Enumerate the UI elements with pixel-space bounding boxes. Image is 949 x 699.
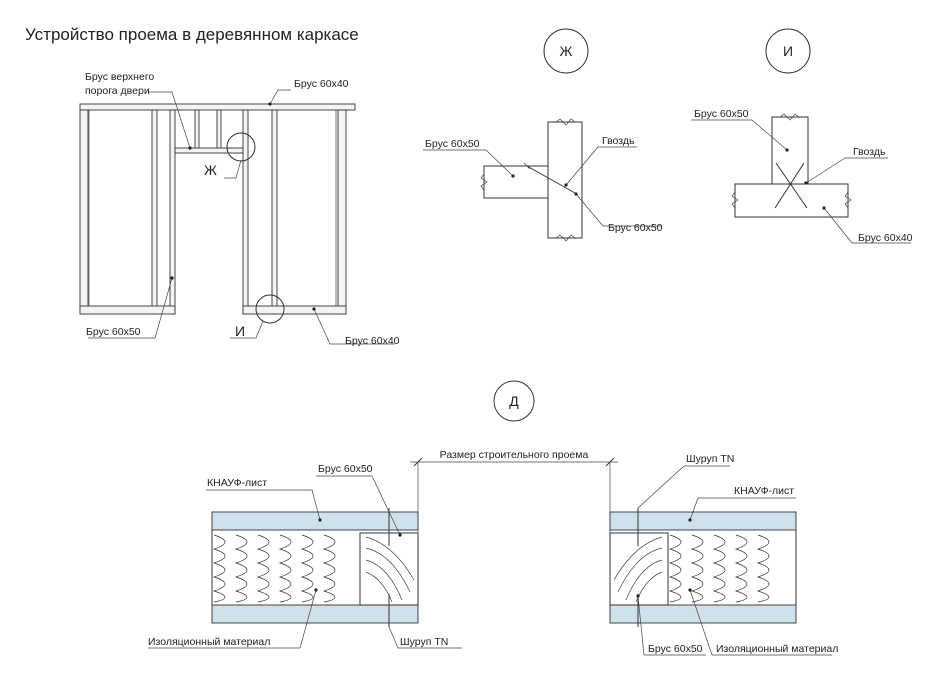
section-d-letter: Д (509, 393, 519, 409)
detail-i-label-bottom: Брус 60х40 (858, 232, 913, 244)
right-label-beam: Брус 60х50 (648, 643, 703, 655)
detail-i: И Брус 60х50 Гвоздь Брус 60х40 (691, 28, 913, 244)
label-beam-top: Брус 60х40 (294, 78, 349, 90)
frame-elevation: Брус верхнего порога двери Брус 60х40 Бр… (79, 71, 400, 347)
right-board-bottom (609, 604, 797, 624)
detail-zh: Ж Брус 60х50 Гвоздь Брус 60х50 (423, 28, 663, 242)
detail-zh-label-nail: Гвоздь (602, 135, 635, 147)
detail-i-label-top: Брус 60х50 (694, 108, 749, 120)
left-stud (151, 109, 158, 315)
door-header-beam (174, 147, 244, 154)
marker-circle-zh (226, 132, 256, 162)
left-label-board: КНАУФ-лист (207, 477, 267, 489)
header-cripple-right (216, 109, 222, 149)
header-cripple-left (194, 109, 200, 149)
right-wall-section: Шуруп TN КНАУФ-лист Брус 60х50 Изоляцион… (609, 453, 838, 656)
detail-i-circle (765, 28, 811, 74)
marker-label-i: И (235, 323, 245, 339)
detail-i-nail-1 (775, 162, 808, 209)
left-label-insulation: Изоляционный материал (148, 636, 270, 648)
detail-zh-nail (526, 165, 576, 194)
label-stud: Брус 60х50 (86, 326, 141, 338)
detail-zh-circle (543, 28, 589, 74)
right-board-top (609, 511, 797, 531)
left-board-top (211, 511, 419, 531)
detail-i-vertical-beam (771, 116, 809, 185)
right-stud (271, 109, 278, 315)
label-door-beam-2: порога двери (85, 85, 150, 97)
detail-zh-letter: Ж (560, 43, 573, 59)
left-bottom-plate (79, 305, 176, 315)
left-outer-stud (79, 109, 89, 315)
top-beam (79, 103, 356, 111)
left-insulation (212, 534, 336, 603)
marker-label-zh: Ж (204, 162, 217, 178)
detail-zh-label-right: Брус 60х50 (608, 222, 663, 234)
detail-zh-label-left: Брус 60х50 (425, 138, 480, 150)
right-outer-stud (337, 109, 347, 315)
detail-zh-horizontal-beam (483, 165, 549, 199)
detail-i-label-nail: Гвоздь (853, 146, 886, 158)
right-label-screw: Шуруп TN (686, 453, 734, 465)
right-label-board: КНАУФ-лист (734, 485, 794, 497)
section-d: Д Размер строительного проема (148, 380, 838, 656)
detail-zh-vertical-beam (547, 121, 583, 239)
right-beam (609, 532, 669, 606)
right-bottom-plate (242, 305, 347, 315)
left-label-screw: Шуруп TN (400, 636, 448, 648)
left-label-beam: Брус 60х50 (318, 463, 373, 475)
label-beam-bottom: Брус 60х40 (345, 335, 400, 347)
left-wall-section: КНАУФ-лист Брус 60х50 Изоляционный матер… (148, 463, 462, 649)
marker-circle-i (255, 294, 285, 324)
page-title: Устройство проема в деревянном каркасе (25, 25, 359, 44)
label-door-beam-1: Брус верхнего (85, 71, 154, 83)
section-d-dimension: Размер строительного проема (440, 449, 589, 461)
right-label-insulation: Изоляционный материал (716, 643, 838, 655)
right-insulation (668, 534, 770, 603)
section-d-circle (493, 380, 535, 422)
left-board-bottom (211, 604, 419, 624)
detail-i-horizontal-beam (734, 183, 849, 218)
right-door-stud (242, 109, 249, 315)
detail-i-nail-2 (774, 162, 805, 209)
detail-i-letter: И (783, 43, 793, 59)
